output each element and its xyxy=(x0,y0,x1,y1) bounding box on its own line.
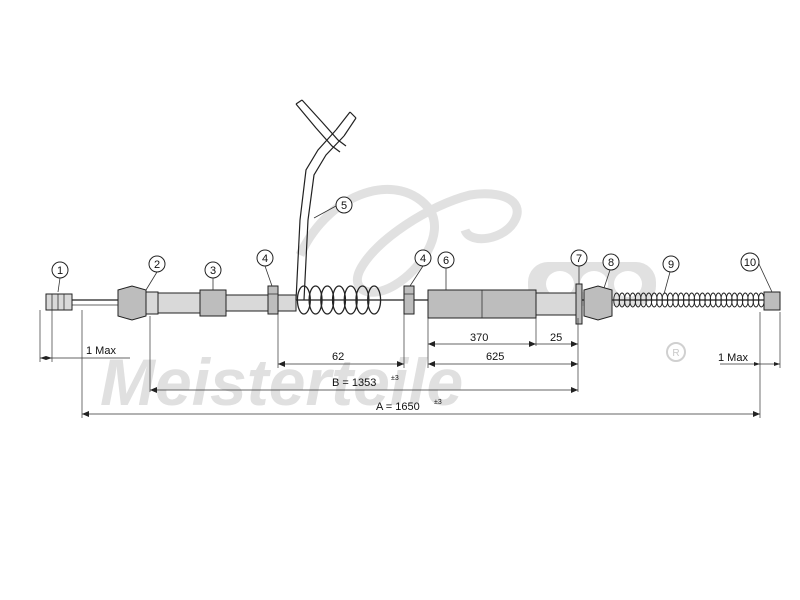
svg-text:3: 3 xyxy=(210,265,216,277)
balloon-4-right: 4 xyxy=(409,249,432,287)
watermark-brand-text: Meisterteile xyxy=(100,345,463,419)
svg-text:1 Max: 1 Max xyxy=(86,345,116,357)
svg-text:±3: ±3 xyxy=(434,399,442,406)
sleeve-end xyxy=(535,292,579,316)
svg-text:A = 1650: A = 1650 xyxy=(376,401,420,413)
svg-text:1 Max: 1 Max xyxy=(718,352,748,364)
balloon-4-left: 4 xyxy=(256,249,274,287)
left-clip xyxy=(117,285,159,321)
right-end-fitting xyxy=(763,291,781,311)
svg-text:25: 25 xyxy=(550,332,562,344)
left-end-fitting xyxy=(45,293,73,311)
svg-text:7: 7 xyxy=(576,253,582,265)
balloon-7: 7 xyxy=(570,249,588,284)
dim-25: 25 xyxy=(536,332,578,347)
svg-text:8: 8 xyxy=(608,257,614,269)
clamp-left xyxy=(267,285,279,315)
svg-text:1: 1 xyxy=(57,265,63,277)
clamp-right xyxy=(403,285,415,315)
balloon-10: 10 xyxy=(740,252,773,293)
sheath-tube-mid xyxy=(225,294,297,312)
balloon-5: 5 xyxy=(313,196,353,219)
balloon-9: 9 xyxy=(662,255,680,295)
registered-icon xyxy=(666,342,686,362)
dim-B: B = 1353 ±3 xyxy=(150,375,578,393)
svg-text:B = 1353: B = 1353 xyxy=(332,377,376,389)
svg-text:62: 62 xyxy=(332,351,344,363)
dim-A: A = 1650 ±3 xyxy=(82,399,760,417)
sheath-tube-left xyxy=(157,292,201,314)
right-clip xyxy=(583,285,613,321)
balloon-3: 3 xyxy=(204,261,222,290)
balloon-2: 2 xyxy=(145,255,166,291)
watermark-swoosh xyxy=(295,184,522,297)
dim-370: 370 xyxy=(428,332,536,347)
svg-text:370: 370 xyxy=(470,332,488,344)
dim-62: 62 xyxy=(278,351,404,367)
svg-text:10: 10 xyxy=(744,257,756,269)
bracket-arm xyxy=(295,99,357,301)
fine-spring xyxy=(613,292,765,308)
coil-spring xyxy=(296,285,382,315)
svg-text:4: 4 xyxy=(262,253,268,265)
svg-text:625: 625 xyxy=(486,351,504,363)
balloon-6: 6 xyxy=(437,251,455,290)
washer xyxy=(575,283,583,325)
svg-text:5: 5 xyxy=(341,200,347,212)
ferrule xyxy=(199,289,227,317)
svg-text:4: 4 xyxy=(420,253,426,265)
svg-text:2: 2 xyxy=(154,259,160,271)
dim-1max-right: 1 Max xyxy=(718,352,780,366)
dim-1max-left: 1 Max xyxy=(40,345,130,360)
svg-text:6: 6 xyxy=(443,255,449,267)
svg-text:9: 9 xyxy=(668,259,674,271)
svg-text:±3: ±3 xyxy=(391,375,399,382)
balloon-1: 1 xyxy=(51,261,69,293)
dim-625: 625 xyxy=(428,351,578,367)
registered-mark: R xyxy=(672,348,679,359)
balloon-8: 8 xyxy=(602,253,620,289)
